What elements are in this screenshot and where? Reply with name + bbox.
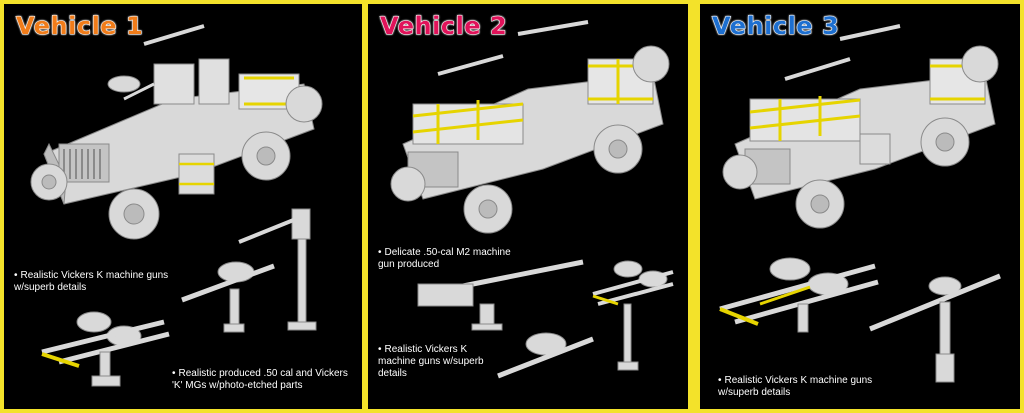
caption-text: Realistic Vickers K machine guns w/super… bbox=[718, 375, 873, 398]
twin-vickers-k-mount-icon bbox=[592, 260, 674, 371]
panel-vehicle-3: Vehicle 3 bbox=[700, 4, 1020, 409]
vehicle-1-illustration bbox=[30, 24, 323, 387]
vickers-k-gun-mount-icon bbox=[497, 332, 594, 379]
caption-text: Delicate .50-cal M2 machine gun produced bbox=[378, 247, 511, 270]
vehicle-1-title: Vehicle 1 bbox=[15, 12, 144, 41]
vehicle-3-title: Vehicle 3 bbox=[711, 12, 840, 41]
caption-vickers-k: •Realistic Vickers K machine guns w/supe… bbox=[718, 375, 888, 399]
vickers-k-pedestal-icon bbox=[869, 273, 1001, 383]
bullet: • bbox=[378, 344, 382, 355]
vehicle-3-illustration bbox=[719, 24, 1001, 383]
panel-vehicle-1: Vehicle 1 bbox=[4, 4, 362, 409]
bullet: • bbox=[378, 247, 382, 258]
caption-m2: •Delicate .50-cal M2 machine gun produce… bbox=[378, 247, 528, 271]
bullet: • bbox=[718, 375, 722, 386]
m2-browning-gun-icon bbox=[417, 259, 584, 331]
twin-vickers-k-mount-icon bbox=[719, 257, 879, 333]
jeep-model-icon bbox=[722, 24, 999, 229]
caption-text: Realistic Vickers K machine guns w/super… bbox=[378, 344, 484, 379]
bullet: • bbox=[14, 270, 18, 281]
vehicle-2-illustration bbox=[390, 20, 674, 379]
caption-text: Realistic produced .50 cal and Vickers '… bbox=[172, 368, 348, 391]
jeep-model-icon bbox=[30, 24, 323, 240]
panel-vehicle-2: Vehicle 2 bbox=[368, 4, 688, 409]
caption-50cal-vickers: •Realistic produced .50 cal and Vickers … bbox=[172, 368, 357, 392]
vehicle-2-title: Vehicle 2 bbox=[379, 12, 508, 41]
caption-vickers-k: •Realistic Vickers K machine guns w/supe… bbox=[14, 270, 189, 294]
vickers-k-pedestal-icon bbox=[181, 261, 275, 333]
caption-text: Realistic Vickers K machine guns w/super… bbox=[14, 270, 169, 293]
twin-vickers-k-mount-icon bbox=[41, 311, 170, 387]
bullet: • bbox=[172, 368, 176, 379]
jeep-model-icon bbox=[390, 20, 670, 234]
pedestal-m2-gun-icon bbox=[238, 208, 317, 331]
caption-vickers-k: •Realistic Vickers K machine guns w/supe… bbox=[378, 344, 498, 380]
